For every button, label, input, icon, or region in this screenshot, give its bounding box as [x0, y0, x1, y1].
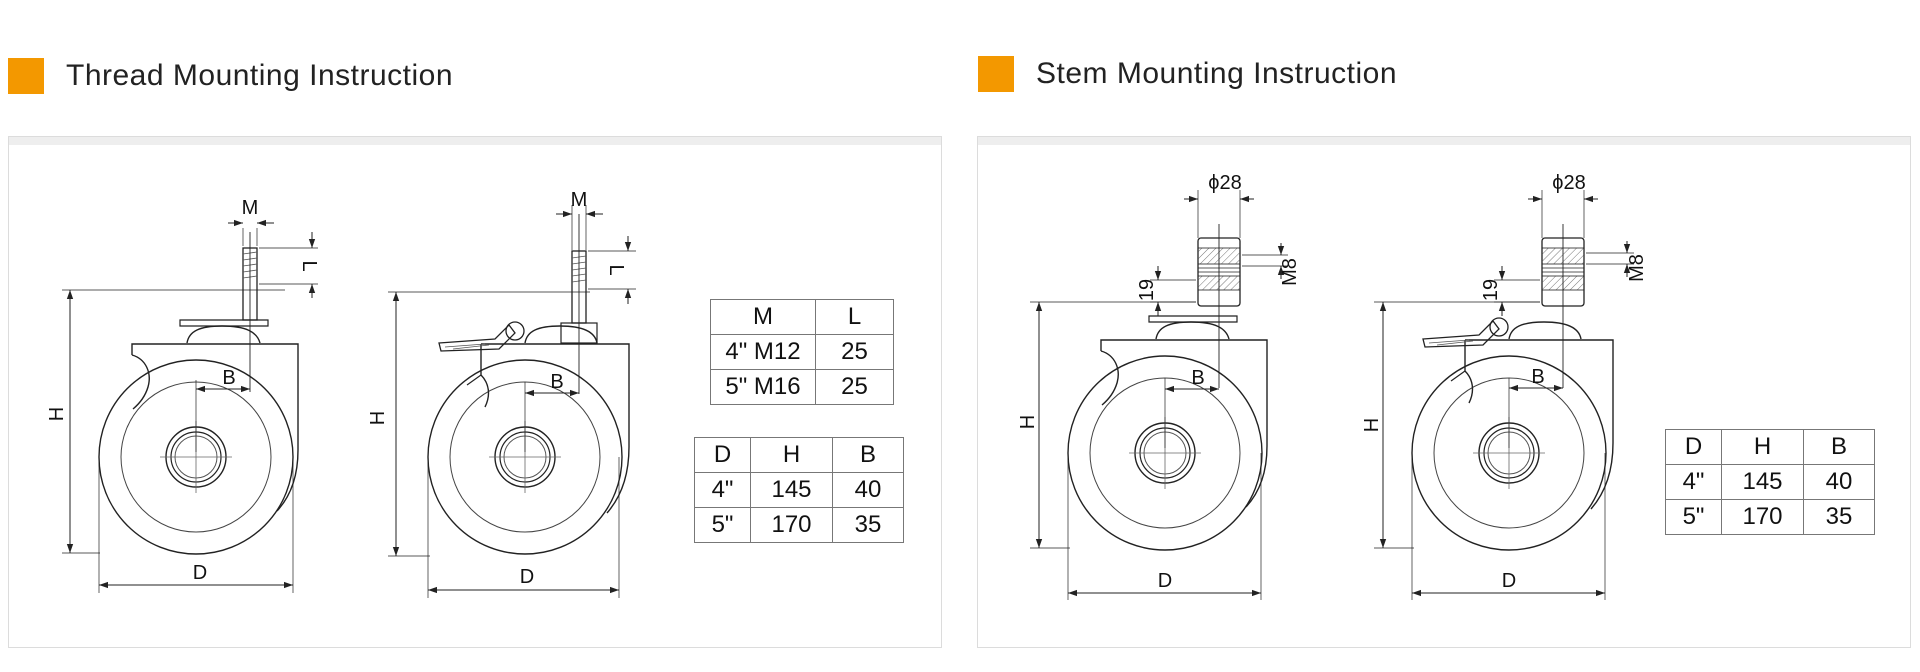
stem-M8-label: M8 [1279, 258, 1301, 286]
stem-19-label: 19 [1136, 279, 1158, 301]
table-row: 5" 170 35 [694, 507, 904, 543]
stem-section-header: Stem Mounting Instruction [978, 56, 1397, 92]
table-row: 4" 145 40 [694, 472, 904, 508]
table-cell: 25 [815, 369, 894, 405]
table-header-cell: D [694, 437, 751, 473]
table-header-cell: B [832, 437, 904, 473]
table-header-cell: L [815, 299, 894, 335]
table-cell: 4" [1665, 464, 1722, 500]
table-row: 4" M12 25 [710, 334, 894, 370]
thread-M-label: M [242, 197, 259, 219]
stem-caster-plain: ϕ28 M8 19 B H D [1017, 172, 1301, 600]
table-cell: 145 [750, 472, 833, 508]
thread-L-label: L [298, 260, 320, 271]
stem-panel [977, 136, 1911, 648]
table-row: 5" M16 25 [710, 369, 894, 405]
thread-size-table: M L 4" M12 25 5" M16 25 [710, 299, 894, 405]
table-cell: 40 [832, 472, 904, 508]
thread-brake-H-label: H [367, 411, 389, 425]
table-cell: 35 [832, 507, 904, 543]
stem-brake-19-label: 19 [1480, 279, 1502, 301]
table-header-cell: M [710, 299, 816, 335]
thread-D-label: D [193, 562, 207, 584]
table-header-row: D H B [694, 437, 904, 473]
table-cell: 4" M12 [710, 334, 816, 370]
table-cell: 5" M16 [710, 369, 816, 405]
stem-B-label: B [1191, 367, 1204, 389]
stem-brake-H-label: H [1361, 418, 1383, 432]
thread-H-label: H [46, 407, 68, 421]
table-header-cell: B [1803, 429, 1875, 465]
orange-square-icon [978, 56, 1014, 92]
stem-brake-D-label: D [1502, 570, 1516, 592]
table-header-cell: D [1665, 429, 1722, 465]
thread-caster-brake: M L B H D [367, 189, 636, 598]
table-cell: 25 [815, 334, 894, 370]
table-cell: 5" [1665, 499, 1722, 535]
table-cell: 5" [694, 507, 751, 543]
stem-section-title: Stem Mounting Instruction [1036, 57, 1398, 90]
table-row: 4" 145 40 [1665, 464, 1875, 500]
table-cell: 145 [1721, 464, 1804, 500]
thread-dimension-table: D H B 4" 145 40 5" 170 35 [694, 437, 904, 543]
table-cell: 40 [1803, 464, 1875, 500]
table-cell: 170 [1721, 499, 1804, 535]
table-header-cell: H [750, 437, 833, 473]
stem-brake-dia-label: ϕ28 [1552, 172, 1585, 194]
stem-D-label: D [1158, 570, 1172, 592]
stem-dia-label: ϕ28 [1208, 172, 1241, 194]
stem-H-label: H [1017, 415, 1039, 429]
thread-brake-D-label: D [520, 566, 534, 588]
table-header-cell: H [1721, 429, 1804, 465]
thread-section-header: Thread Mounting Instruction [8, 58, 453, 94]
table-row: 5" 170 35 [1665, 499, 1875, 535]
thread-brake-M-label: M [571, 189, 588, 211]
table-header-row: D H B [1665, 429, 1875, 465]
table-header-row: M L [710, 299, 894, 335]
table-cell: 170 [750, 507, 833, 543]
thread-brake-L-label: L [605, 264, 627, 275]
orange-square-icon [8, 58, 44, 94]
thread-B-label: B [222, 367, 235, 389]
thread-brake-B-label: B [550, 371, 563, 393]
stem-dimension-table: D H B 4" 145 40 5" 170 35 [1665, 429, 1875, 535]
stem-brake-M8-label: M8 [1626, 254, 1648, 282]
table-cell: 4" [694, 472, 751, 508]
thread-caster-plain: M L B H D [46, 197, 320, 593]
table-cell: 35 [1803, 499, 1875, 535]
thread-section-title: Thread Mounting Instruction [66, 59, 454, 92]
stem-caster-brake: ϕ28 M8 19 B H D [1361, 172, 1648, 600]
stem-brake-B-label: B [1531, 366, 1544, 388]
